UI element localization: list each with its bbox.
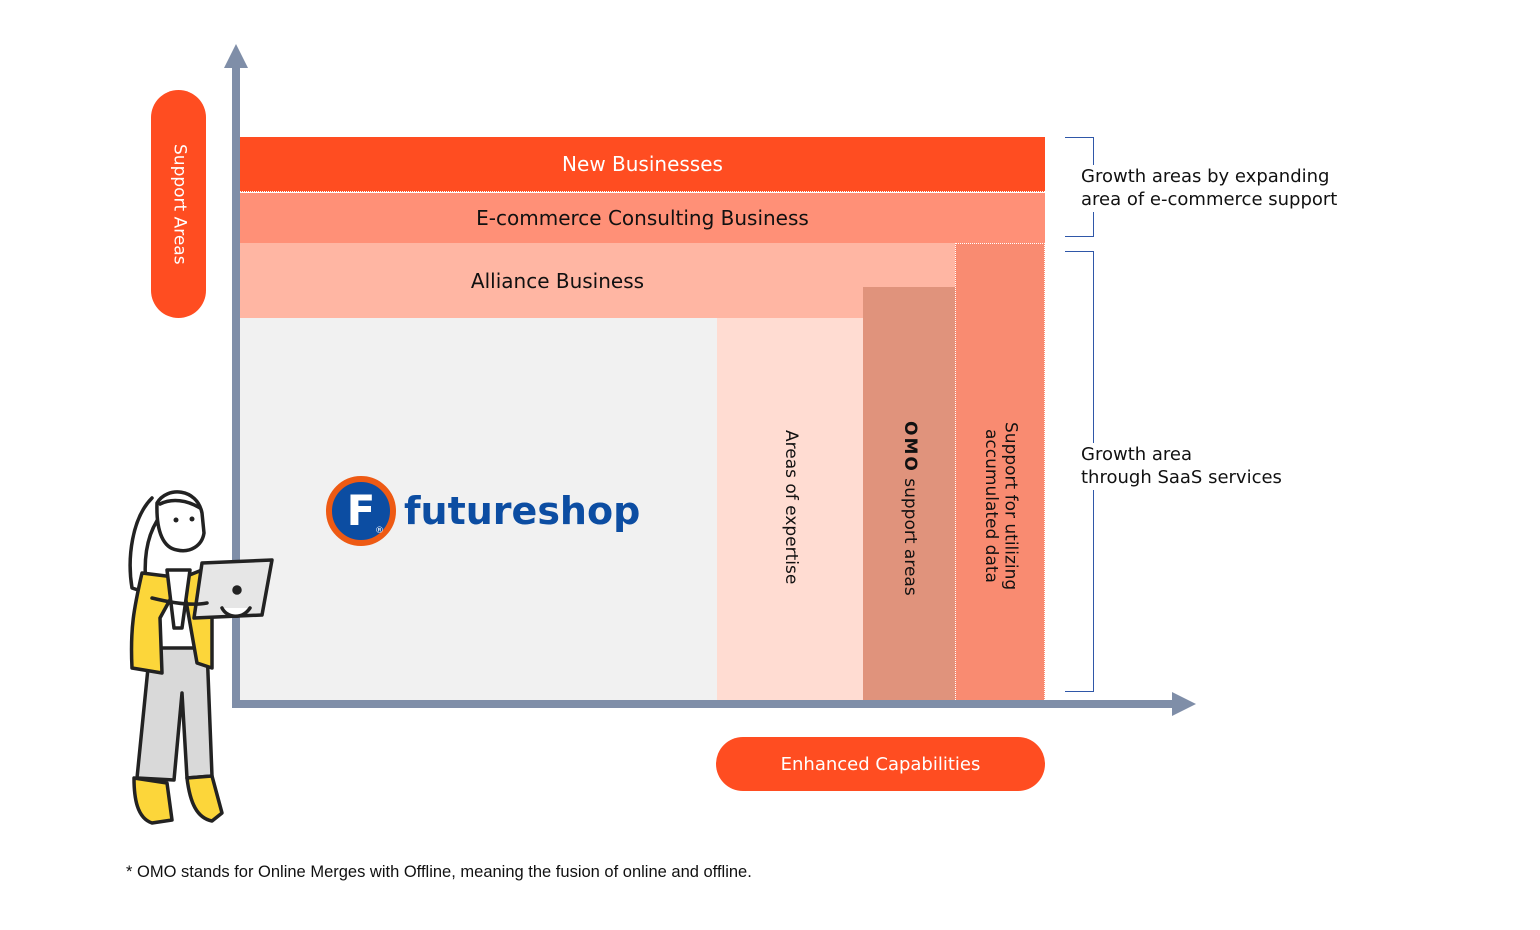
shoes — [132, 774, 224, 825]
x-axis-arrow-icon — [1172, 692, 1196, 716]
x-axis — [232, 700, 1176, 708]
futureshop-logo: F ® futureshop — [326, 476, 640, 546]
annotation-top-line1: Growth areas by expanding — [1081, 166, 1330, 187]
logo-wordmark: futureshop — [404, 489, 641, 533]
annotation-ecommerce-growth: Growth areas by expanding area of e-comm… — [1079, 165, 1340, 212]
support-areas-label: Support Areas — [151, 90, 206, 318]
accumulated-data-line2: accumulated data — [981, 429, 1001, 584]
logo-mark-icon: F ® — [326, 476, 396, 546]
new-businesses-label: New Businesses — [562, 152, 723, 176]
block-new-businesses: New Businesses — [240, 137, 1045, 192]
areas-of-expertise-label: Areas of expertise — [780, 430, 801, 585]
block-areas-of-expertise: Areas of expertise — [717, 318, 863, 700]
annotation-saas-growth: Growth area through SaaS services — [1079, 443, 1284, 490]
annotation-top-line2: area of e-commerce support — [1081, 189, 1338, 211]
omo-suffix: support areas — [899, 472, 920, 596]
alliance-label: Alliance Business — [470, 268, 645, 293]
support-areas-text: Support Areas — [169, 143, 190, 265]
annotation-bottom-line2: through SaaS services — [1081, 467, 1282, 489]
jacket — [129, 566, 214, 675]
accumulated-data-label: Support for utilizing accumulated data — [980, 422, 1021, 591]
omo-support-label: OMO support areas — [899, 421, 920, 596]
logo-letter: F — [346, 485, 376, 535]
enhanced-capabilities-text: Enhanced Capabilities — [780, 753, 981, 775]
registered-mark: ® — [375, 526, 384, 536]
annotation-bottom-line1: Growth area — [1081, 444, 1193, 465]
accumulated-data-line1: Support for utilizing — [1000, 422, 1021, 591]
block-omo-support: OMO support areas — [863, 287, 955, 700]
y-axis-arrow-icon — [224, 44, 248, 68]
y-axis — [232, 64, 240, 708]
omo-prefix: OMO — [899, 421, 920, 473]
person-with-laptop-illustration — [128, 490, 274, 825]
core-area — [240, 318, 717, 700]
block-ecommerce-consulting: E-commerce Consulting Business — [240, 193, 1045, 243]
block-accumulated-data: Support for utilizing accumulated data — [955, 243, 1045, 700]
block-alliance: Alliance Business — [240, 243, 955, 318]
enhanced-capabilities-label: Enhanced Capabilities — [716, 737, 1045, 791]
face — [155, 490, 206, 553]
footnote: * OMO stands for Online Merges with Offl… — [126, 863, 752, 881]
ecommerce-consulting-label: E-commerce Consulting Business — [476, 206, 809, 230]
